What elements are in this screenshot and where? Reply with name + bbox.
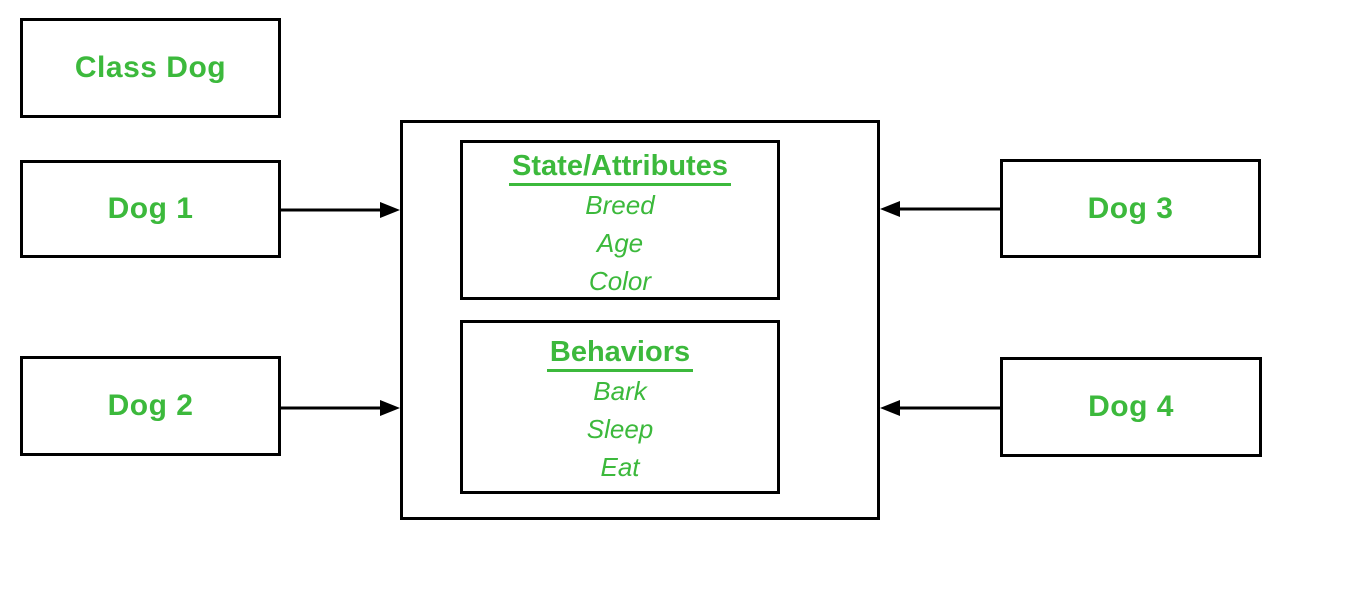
state-attributes-title-text: State/Attributes bbox=[509, 150, 731, 186]
class-dog-box: Class Dog bbox=[20, 18, 281, 118]
arrow-dog3-to-class bbox=[880, 201, 1000, 217]
instance-label-dog-4: Dog 4 bbox=[1088, 390, 1174, 423]
instance-box-dog-3: Dog 3 bbox=[1000, 159, 1261, 258]
state-item-age: Age bbox=[596, 228, 644, 258]
arrow-dog2-to-class bbox=[281, 400, 400, 416]
arrow-dog4-to-class bbox=[880, 400, 1000, 416]
behavior-item-bark: Bark bbox=[593, 376, 647, 406]
instance-box-dog-1: Dog 1 bbox=[20, 160, 281, 258]
state-attributes-box: State/Attributes Breed Age Color bbox=[460, 140, 780, 300]
behaviors-title-text: Behaviors bbox=[546, 336, 694, 372]
instance-box-dog-4: Dog 4 bbox=[1000, 357, 1262, 457]
state-item-color: Color bbox=[588, 266, 652, 296]
instance-box-dog-2: Dog 2 bbox=[20, 356, 281, 456]
instance-label-dog-3: Dog 3 bbox=[1087, 191, 1174, 225]
behavior-item-sleep: Sleep bbox=[586, 414, 654, 444]
behavior-item-eat: Eat bbox=[600, 452, 640, 482]
instance-label-dog-2: Dog 2 bbox=[107, 389, 194, 422]
state-item-breed: Breed bbox=[585, 190, 655, 220]
arrow-dog1-to-class bbox=[281, 202, 400, 218]
behaviors-title: Behaviors bbox=[463, 332, 777, 372]
class-dog-label: Class Dog bbox=[74, 51, 227, 84]
behaviors-box: Behaviors Bark Sleep Eat bbox=[460, 320, 780, 494]
instance-label-dog-1: Dog 1 bbox=[107, 192, 194, 225]
state-attributes-title: State/Attributes bbox=[463, 146, 777, 186]
class-members-box: State/Attributes Breed Age Color Behavio… bbox=[400, 120, 880, 520]
